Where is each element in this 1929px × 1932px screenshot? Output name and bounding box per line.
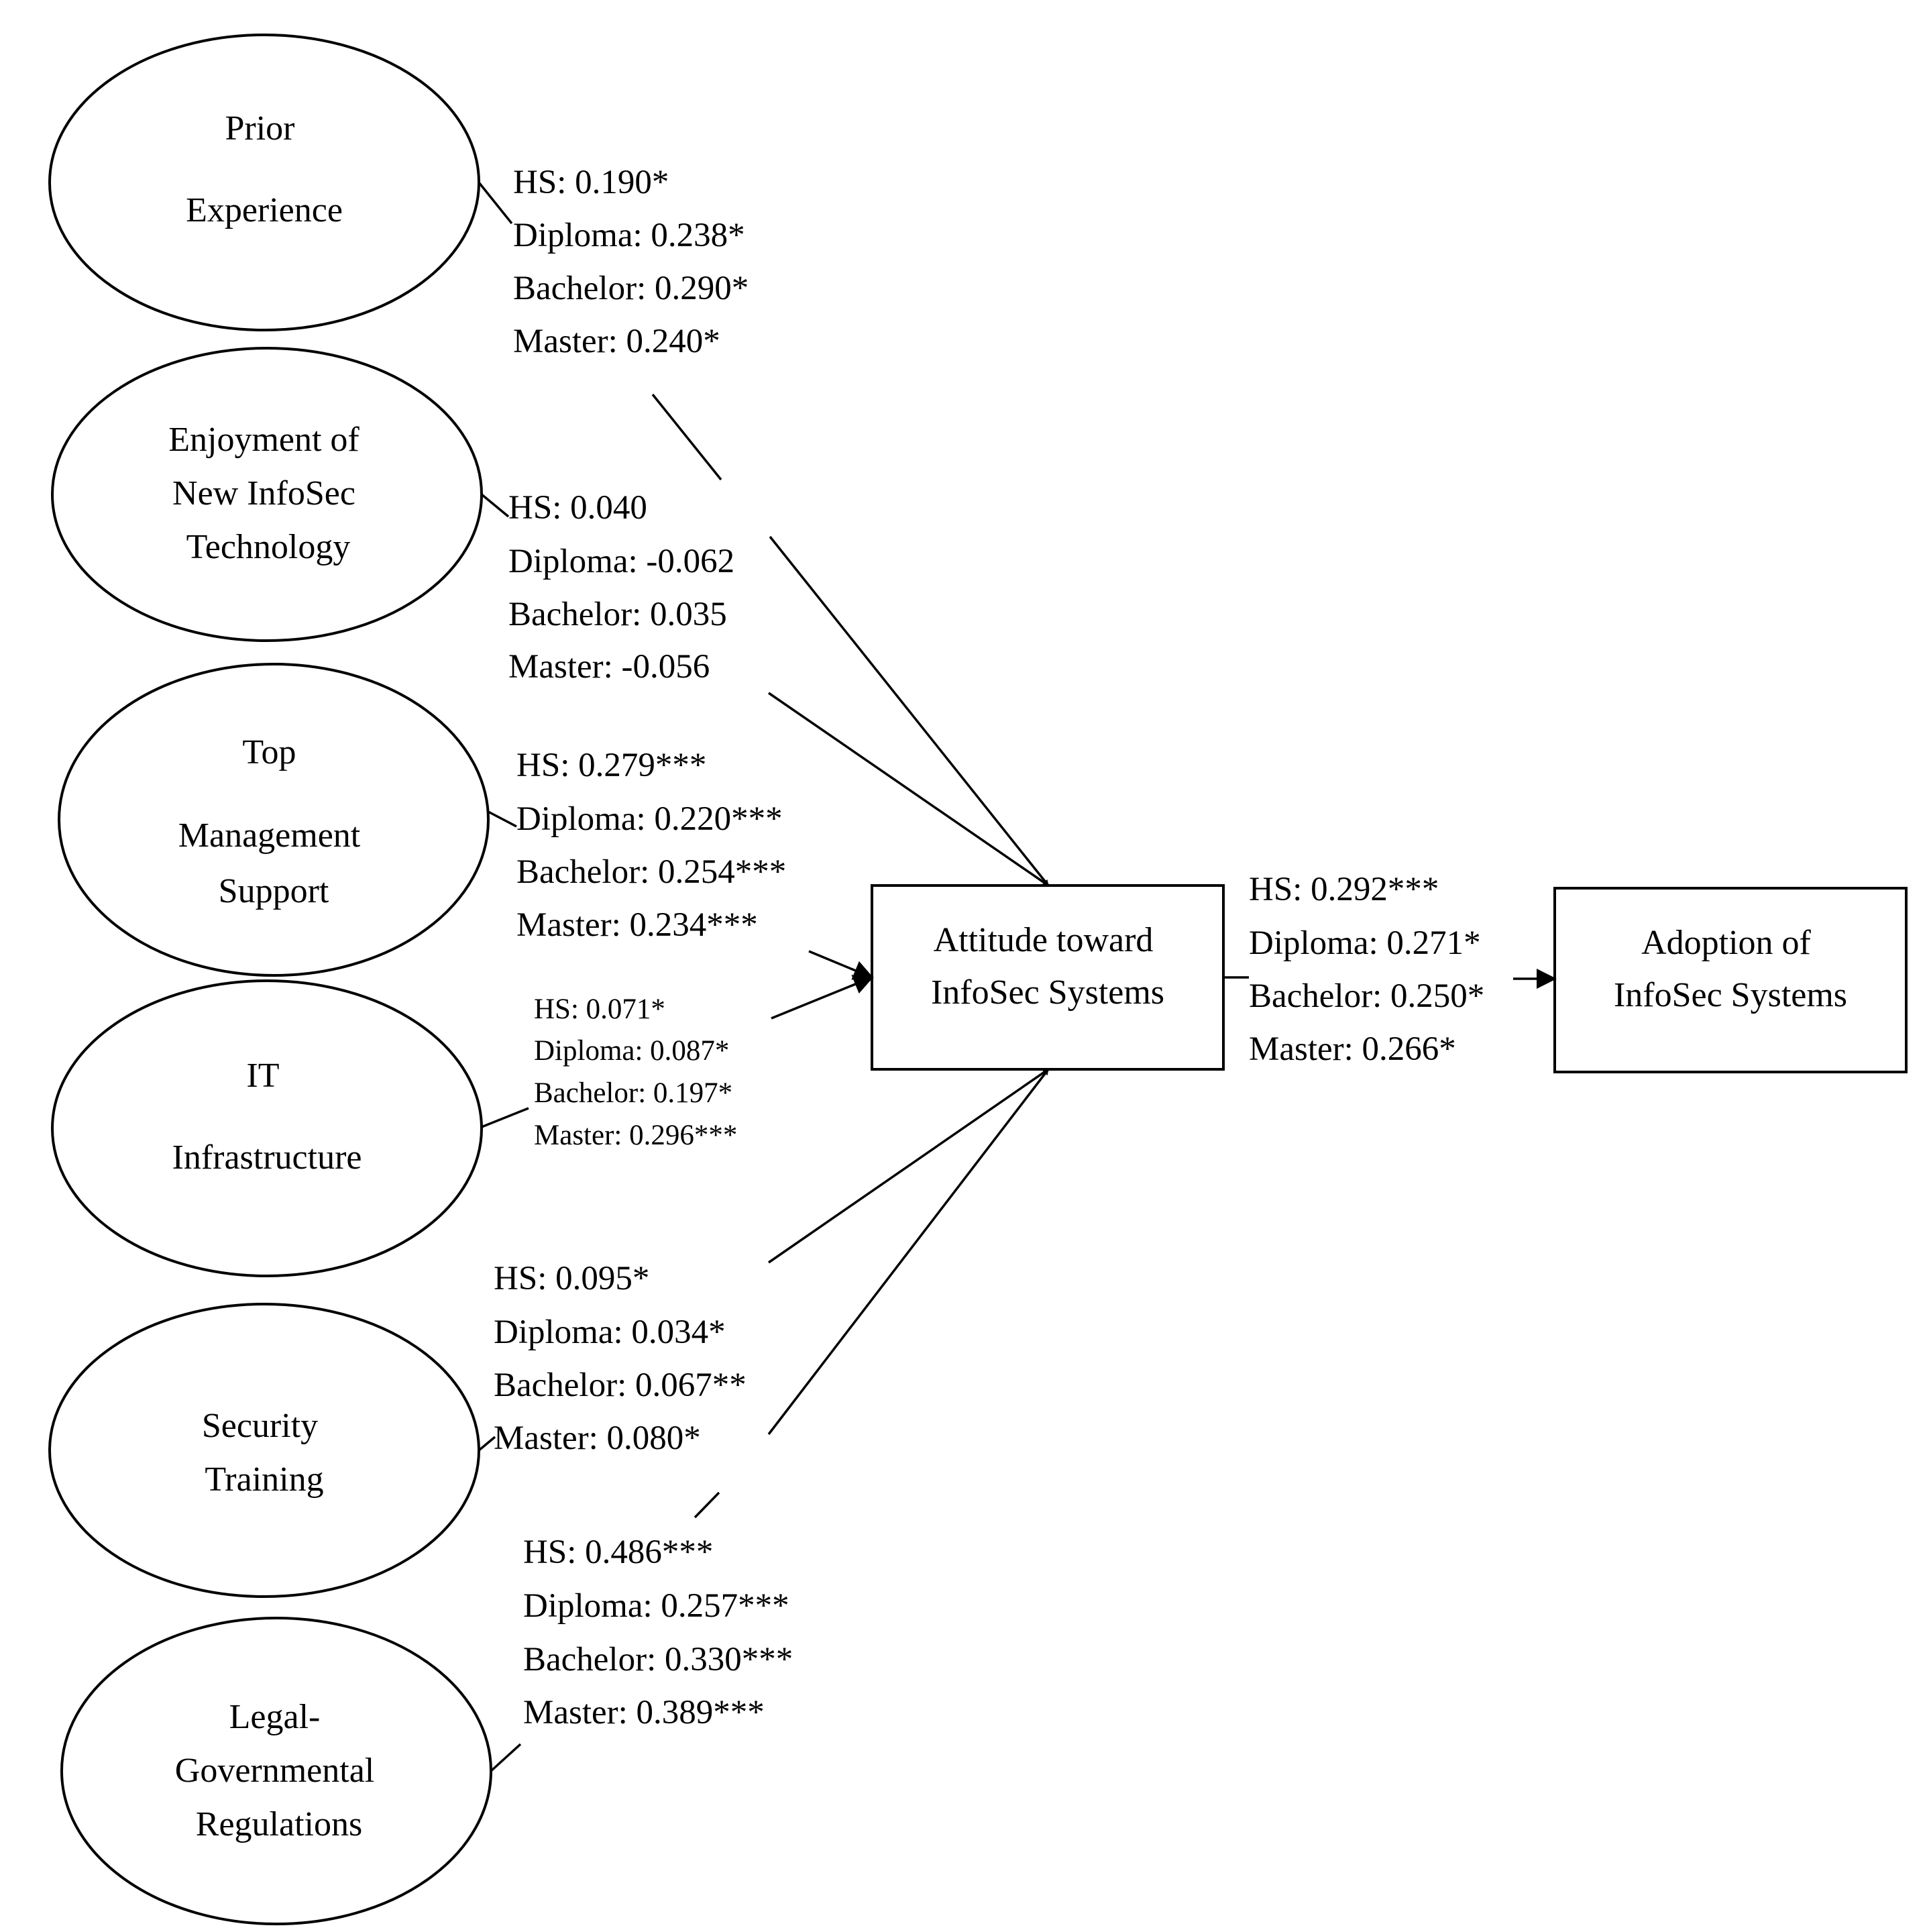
coefficients-legal-regulations: HS: 0.486*** Diploma: 0.257*** Bachelor:…: [523, 1534, 802, 1731]
label-line: Attitude toward: [934, 921, 1154, 959]
label-line: Top: [242, 733, 296, 771]
label-line: Management: [178, 816, 361, 855]
label-line: Governmental: [175, 1752, 374, 1790]
ellipse-top-management: [58, 663, 490, 977]
coef-diploma: Diploma: 0.220***: [516, 800, 783, 838]
label-attitude: Attitude toward InfoSec Systems: [931, 921, 1164, 1012]
label-line: Enjoyment of: [168, 421, 360, 459]
coef-bachelor: Bachelor: 0.254***: [516, 853, 786, 891]
label-line: Legal-: [229, 1698, 321, 1736]
coefficients-it-infrastructure: HS: 0.071* Diploma: 0.087* Bachelor: 0.1…: [534, 994, 740, 1151]
label-line: Prior: [225, 109, 295, 148]
coef-master: Master: 0.266*: [1249, 1030, 1456, 1068]
coef-master: Master: 0.296***: [534, 1120, 737, 1151]
coef-bachelor: Bachelor: 0.197*: [534, 1077, 732, 1109]
coef-master: Master: 0.080*: [494, 1419, 701, 1457]
label-prior-experience: Prior Experience: [186, 109, 343, 229]
coef-diploma: Diploma: 0.034*: [494, 1313, 726, 1351]
coef-diploma: Diploma: 0.238*: [513, 217, 745, 254]
path-top-management: [488, 810, 874, 980]
ellipse-security-training: [48, 1303, 480, 1598]
coef-hs: HS: 0.279***: [516, 747, 706, 784]
ellipse-prior-experience: [48, 34, 480, 331]
coef-diploma: Diploma: 0.087*: [534, 1035, 729, 1067]
coef-hs: HS: 0.040: [508, 489, 647, 527]
label-line: Adoption of: [1641, 924, 1811, 962]
coefficients-attitude-to-adoption: HS: 0.292*** Diploma: 0.271* Bachelor: 0…: [1249, 871, 1493, 1068]
coefficients-security-training: HS: 0.095* Diploma: 0.034* Bachelor: 0.0…: [494, 1260, 755, 1457]
coefficients-top-management: HS: 0.279*** Diploma: 0.220*** Bachelor:…: [516, 747, 795, 944]
coef-master: Master: 0.240*: [513, 323, 720, 360]
path-attitude-to-adoption: [1223, 969, 1557, 989]
path-security-training: [478, 1068, 1049, 1452]
coef-diploma: Diploma: 0.257***: [523, 1587, 789, 1625]
label-line: Regulations: [196, 1805, 362, 1843]
coef-diploma: Diploma: 0.271*: [1249, 924, 1481, 962]
label-line: InfoSec Systems: [1614, 976, 1847, 1014]
label-enjoyment: Enjoyment of New InfoSec Technology: [168, 421, 368, 566]
label-legal-regulations: Legal- Governmental Regulations: [175, 1698, 383, 1843]
coef-bachelor: Bachelor: 0.035: [508, 596, 727, 633]
coef-bachelor: Bachelor: 0.290*: [513, 270, 749, 307]
label-line: Security: [202, 1407, 318, 1445]
label-line: New InfoSec: [172, 474, 355, 513]
path-legal-regulations: [490, 1068, 1050, 1772]
coef-bachelor: Bachelor: 0.067**: [494, 1366, 747, 1404]
coef-hs: HS: 0.095*: [494, 1260, 649, 1297]
coef-master: Master: 0.234***: [516, 906, 758, 944]
coef-hs: HS: 0.486***: [523, 1534, 713, 1571]
label-adoption: Adoption of InfoSec Systems: [1614, 924, 1847, 1014]
label-top-management: Top Management Support: [178, 733, 369, 910]
label-line: Support: [219, 872, 329, 910]
coefficients-prior-experience: HS: 0.190* Diploma: 0.238* Bachelor: 0.2…: [513, 164, 757, 360]
coef-bachelor: Bachelor: 0.250*: [1249, 977, 1484, 1015]
path-it-infrastructure: [481, 975, 874, 1128]
coef-hs: HS: 0.071*: [534, 994, 665, 1025]
label-line: Experience: [186, 191, 343, 229]
coefficients-enjoyment: HS: 0.040 Diploma: -0.062 Bachelor: 0.03…: [508, 489, 743, 686]
coef-bachelor: Bachelor: 0.330***: [523, 1641, 793, 1678]
path-prior-experience: [478, 181, 1050, 887]
coef-master: Master: 0.389***: [523, 1694, 765, 1731]
label-security-training: Security Training: [202, 1407, 327, 1499]
label-line: Training: [205, 1460, 323, 1499]
label-it-infrastructure: IT Infrastructure: [172, 1057, 362, 1177]
ellipse-it-infrastructure: [51, 979, 483, 1277]
label-line: Technology: [186, 528, 351, 566]
coef-hs: HS: 0.292***: [1249, 871, 1439, 908]
path-enjoyment: [480, 493, 1049, 887]
label-line: IT: [246, 1057, 278, 1095]
coef-hs: HS: 0.190*: [513, 164, 669, 201]
coef-diploma: Diploma: -0.062: [508, 543, 734, 580]
label-line: InfoSec Systems: [931, 973, 1164, 1012]
coef-master: Master: -0.056: [508, 648, 710, 686]
label-line: Infrastructure: [172, 1138, 362, 1177]
